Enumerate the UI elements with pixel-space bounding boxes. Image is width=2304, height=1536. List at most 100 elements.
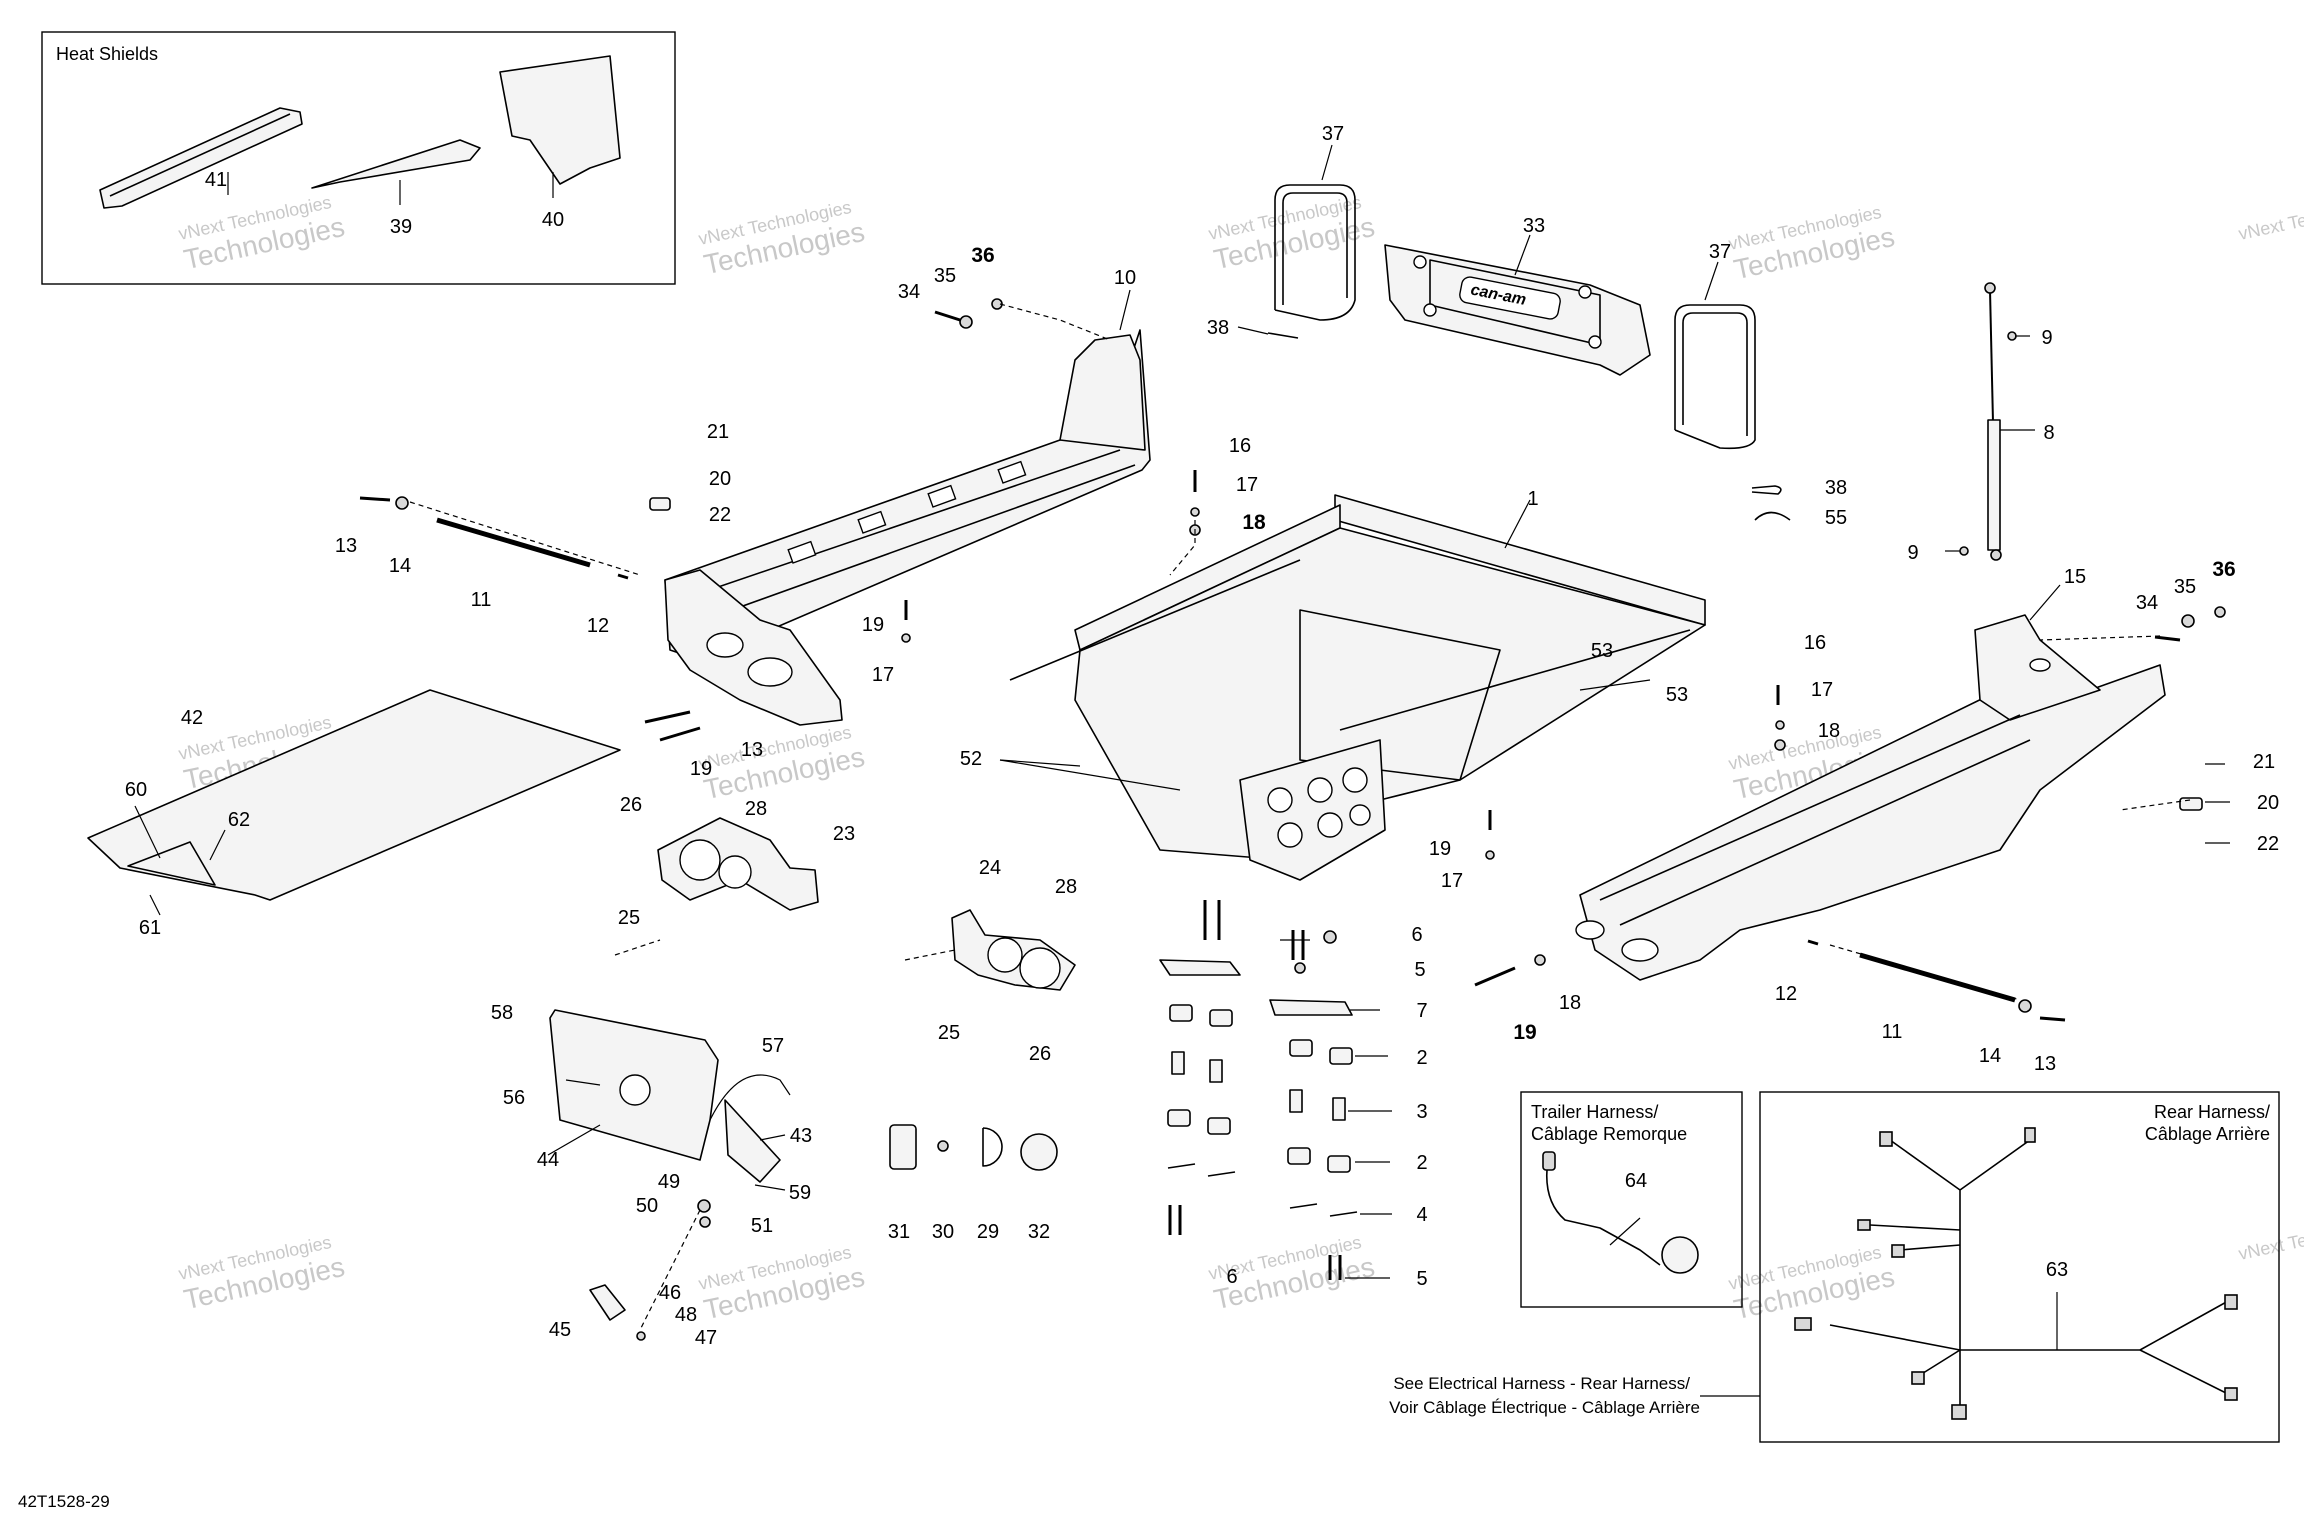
leader	[1119, 289, 1131, 331]
harness-connector	[2224, 1387, 2238, 1401]
leader	[999, 759, 1181, 791]
clamp-2	[1329, 1047, 1353, 1065]
clip-55	[1754, 511, 1791, 521]
callout-label: 48	[675, 1304, 697, 1326]
plate-7-left	[1159, 959, 1241, 976]
brand-logo	[1459, 276, 1561, 320]
light-lens-28	[718, 855, 752, 889]
callout-label: 28	[1055, 876, 1077, 898]
callout-label: 20	[709, 468, 731, 490]
callout-label: 19	[1513, 1021, 1536, 1044]
left-rail-slot	[787, 540, 817, 564]
callout-label: 53	[1591, 640, 1613, 662]
watermark: vNext Technologies	[2237, 1212, 2304, 1264]
leader	[754, 1184, 786, 1191]
callout-label: 62	[228, 809, 250, 831]
plate-hole	[1342, 767, 1368, 793]
clamp-2	[1169, 1004, 1193, 1022]
rear-harness-wires	[1829, 1139, 2231, 1410]
callout-label: 1	[1527, 488, 1538, 510]
washer-35	[959, 315, 973, 329]
light-lens-26	[1019, 947, 1061, 989]
plate-7	[1269, 999, 1353, 1016]
left-rail-upright	[1059, 334, 1146, 451]
callout-label: 17	[1441, 870, 1463, 892]
bolt-19	[644, 710, 691, 724]
callout-label: 50	[636, 1195, 658, 1217]
nut-6	[1323, 930, 1337, 944]
leader	[1237, 326, 1269, 335]
callout-label: 25	[618, 907, 640, 929]
callout-label: 21	[2253, 751, 2275, 773]
tailgate-hole	[1423, 303, 1437, 317]
callout-label: 15	[2064, 566, 2086, 588]
callout-label: 47	[695, 1327, 717, 1349]
callout-label: 9	[2041, 327, 2052, 349]
callout-label: 25	[938, 1022, 960, 1044]
washer-14	[2018, 999, 2032, 1013]
callout-label: 38	[1825, 477, 1847, 499]
figure-id: 42T1528-29	[18, 1492, 110, 1511]
leader	[2029, 584, 2061, 621]
callout-label: 28	[745, 798, 767, 820]
reflector-31	[889, 1124, 917, 1170]
plate-hole	[1317, 812, 1343, 838]
pin-38	[1267, 332, 1299, 339]
callout-label: 18	[1242, 511, 1266, 534]
nut-36	[2214, 606, 2226, 618]
callout-leaders	[547, 144, 2230, 1397]
callout-label: 13	[2034, 1053, 2056, 1075]
bracket-20	[649, 497, 671, 511]
harness-connector	[1794, 1317, 1812, 1331]
callout-label: 18	[1559, 992, 1581, 1014]
callout-label: 12	[587, 615, 609, 637]
callout-label: 37	[1322, 123, 1344, 145]
left-rail-slot	[927, 484, 957, 508]
callout-label: 23	[833, 823, 855, 845]
clamp-2	[1289, 1039, 1313, 1057]
inset-title-line2: Câblage Remorque	[1531, 1124, 1687, 1144]
callout-label: 19	[862, 614, 884, 636]
callout-label: 22	[709, 504, 731, 526]
callout-label: 21	[707, 421, 729, 443]
nut-18	[1534, 954, 1546, 966]
reference-note-line1: See Electrical Harness - Rear Harness/	[1393, 1374, 1690, 1393]
callout-label: 40	[542, 209, 564, 231]
callout-label: 5	[1416, 1268, 1427, 1290]
spacer-12	[617, 573, 629, 580]
callout-label: 14	[1979, 1045, 2001, 1067]
callout-label: 37	[1709, 241, 1731, 263]
harness-connector	[1857, 1219, 1871, 1231]
callout-label: 55	[1825, 507, 1847, 529]
callout-label: 45	[549, 1319, 571, 1341]
callout-label: 46	[659, 1282, 681, 1304]
callout-label: 63	[2046, 1259, 2068, 1281]
callout-label: 26	[1029, 1043, 1051, 1065]
callout-label: 42	[181, 707, 203, 729]
callout-label: 31	[888, 1221, 910, 1243]
trailer-harness-connector	[1542, 1151, 1556, 1171]
callout-label: 33	[1523, 215, 1545, 237]
callout-label: 7	[1416, 1000, 1427, 1022]
leader	[759, 1134, 786, 1141]
bolt-13	[359, 496, 391, 502]
tie-down-loop-inner	[1282, 192, 1348, 305]
callout-label: 41	[205, 169, 227, 191]
callout-label: 17	[1811, 679, 1833, 701]
right-rail-hole	[1621, 938, 1659, 962]
assembly-lines	[409, 303, 2191, 1001]
plate-hole	[1277, 822, 1303, 848]
light-lens-28	[987, 937, 1023, 973]
leader	[149, 894, 161, 916]
inset-title-line2: Câblage Arrière	[2145, 1124, 2270, 1144]
callout-label: 11	[1882, 1021, 1903, 1043]
clamp-2	[1209, 1009, 1233, 1027]
bulb-30	[937, 1140, 949, 1152]
callout-label: 26	[620, 794, 642, 816]
trailer-harness-cable	[1545, 1159, 1661, 1266]
callout-label: 10	[1114, 267, 1136, 289]
strut-body	[1987, 419, 2001, 551]
inset-title: Heat Shields	[56, 44, 158, 64]
bolt-13	[2039, 1016, 2066, 1022]
socket-29	[982, 1127, 1003, 1167]
